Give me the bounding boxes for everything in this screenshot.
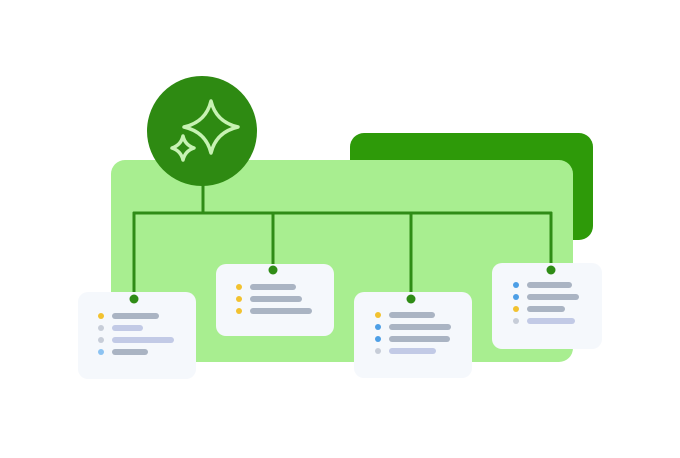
card-background <box>78 292 196 379</box>
list-card-1 <box>78 292 196 379</box>
bullet-dot <box>513 294 519 300</box>
card-anchor-dot <box>547 266 556 275</box>
ai-badge-circle <box>147 76 257 186</box>
text-placeholder-line <box>389 312 435 318</box>
text-placeholder-line <box>527 294 579 300</box>
text-placeholder-line <box>527 306 565 312</box>
text-placeholder-line <box>250 308 312 314</box>
bullet-dot <box>513 282 519 288</box>
bullet-dot <box>375 324 381 330</box>
list-card-4 <box>492 263 602 349</box>
bullet-dot <box>375 336 381 342</box>
list-card-2 <box>216 264 334 336</box>
text-placeholder-line <box>112 325 143 331</box>
text-placeholder-line <box>389 348 436 354</box>
bullet-dot <box>375 348 381 354</box>
card-anchor-dot <box>269 266 278 275</box>
text-placeholder-line <box>250 296 302 302</box>
card-anchor-dot <box>130 295 139 304</box>
bullet-dot <box>98 337 104 343</box>
text-placeholder-line <box>527 282 572 288</box>
bullet-dot <box>98 313 104 319</box>
bullet-dot <box>98 349 104 355</box>
text-placeholder-line <box>112 313 159 319</box>
bullet-dot <box>236 296 242 302</box>
bullet-dot <box>513 318 519 324</box>
bullet-dot <box>236 284 242 290</box>
bullet-dot <box>98 325 104 331</box>
text-placeholder-line <box>389 336 450 342</box>
bullet-dot <box>513 306 519 312</box>
bullet-dot <box>236 308 242 314</box>
list-card-3 <box>354 292 472 378</box>
text-placeholder-line <box>250 284 296 290</box>
card-background <box>354 292 472 378</box>
bullet-dot <box>375 312 381 318</box>
text-placeholder-line <box>389 324 451 330</box>
text-placeholder-line <box>112 337 174 343</box>
card-anchor-dot <box>407 295 416 304</box>
text-placeholder-line <box>112 349 148 355</box>
text-placeholder-line <box>527 318 575 324</box>
